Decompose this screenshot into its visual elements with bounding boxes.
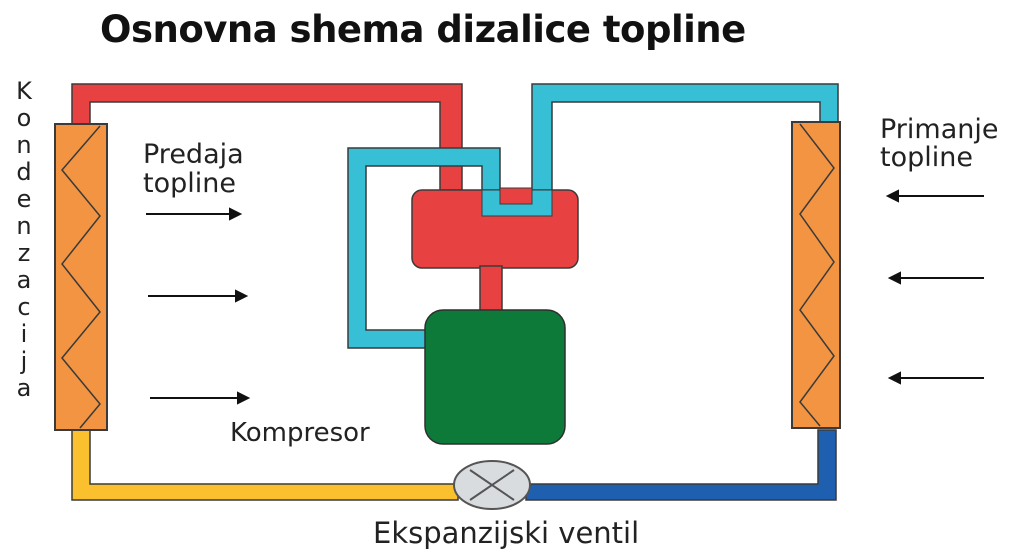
condenser-letter: c	[17, 293, 31, 321]
condenser-letter: e	[16, 185, 32, 213]
reversing-valve-stem	[479, 265, 503, 315]
condenser-letter: i	[20, 320, 28, 348]
heat-intake-line2: topline	[880, 142, 973, 173]
compressor-label: Kompresor	[230, 418, 370, 448]
diagram-title: Osnovna shema dizalice topline	[100, 8, 746, 51]
condenser-vertical-label: K o n d e n z a c i j a	[10, 78, 38, 402]
condenser-letter: a	[16, 374, 32, 402]
condenser-letter: a	[16, 266, 32, 294]
heat-release-line1: Predaja	[143, 139, 244, 170]
condenser-letter: K	[16, 77, 32, 105]
heat-release-label: Predaja topline	[143, 140, 244, 198]
heat-intake-line1: Primanje	[880, 114, 999, 145]
condenser-letter: j	[20, 347, 28, 375]
heat-intake-arrows	[885, 189, 984, 385]
condenser-letter: o	[16, 104, 32, 132]
heat-release-line2: topline	[143, 168, 236, 199]
compressor	[424, 309, 566, 445]
evaporator	[791, 121, 841, 429]
cold-liquid-pipe	[525, 429, 837, 501]
condenser-letter: n	[16, 212, 32, 240]
expansion-valve	[453, 460, 531, 510]
condenser-letter: z	[17, 239, 31, 267]
hot-gas-pipe	[71, 83, 463, 191]
condenser	[54, 123, 108, 431]
condenser-letter: n	[16, 131, 32, 159]
heat-release-arrows	[146, 207, 251, 405]
expansion-valve-label: Ekspanzijski ventil	[373, 516, 640, 550]
heat-intake-label: Primanje topline	[880, 116, 998, 172]
condenser-letter: d	[16, 158, 32, 186]
valve-notch-top	[499, 187, 533, 205]
